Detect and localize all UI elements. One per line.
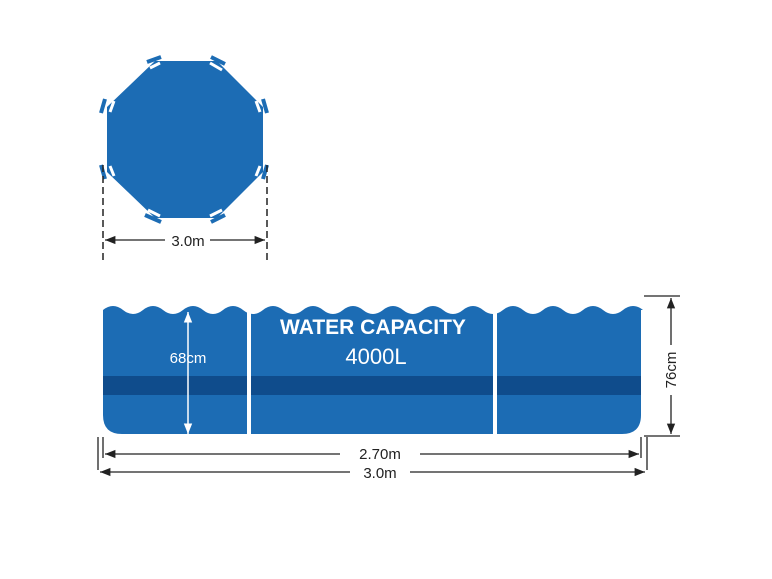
- outer-length-label: 3.0m: [363, 465, 396, 482]
- support-post-left: [247, 300, 251, 436]
- capacity-value: 4000L: [345, 344, 406, 369]
- octagon-pool-top: [107, 61, 263, 218]
- water-depth-label: 68cm: [170, 350, 207, 367]
- top-view: 3.0m: [99, 55, 269, 260]
- support-post-right: [493, 300, 497, 436]
- top-width-label: 3.0m: [171, 233, 204, 250]
- corner-fittings: [108, 61, 262, 218]
- pool-height-label: 76cm: [663, 352, 680, 389]
- capacity-title: WATER CAPACITY: [280, 316, 466, 339]
- pool-dark-band: [103, 376, 641, 395]
- pool-side-body: [103, 306, 643, 434]
- side-view: WATER CAPACITY 4000L 68cm 76cm 2.70m 3.0…: [97, 295, 680, 482]
- inner-length-label: 2.70m: [359, 446, 401, 463]
